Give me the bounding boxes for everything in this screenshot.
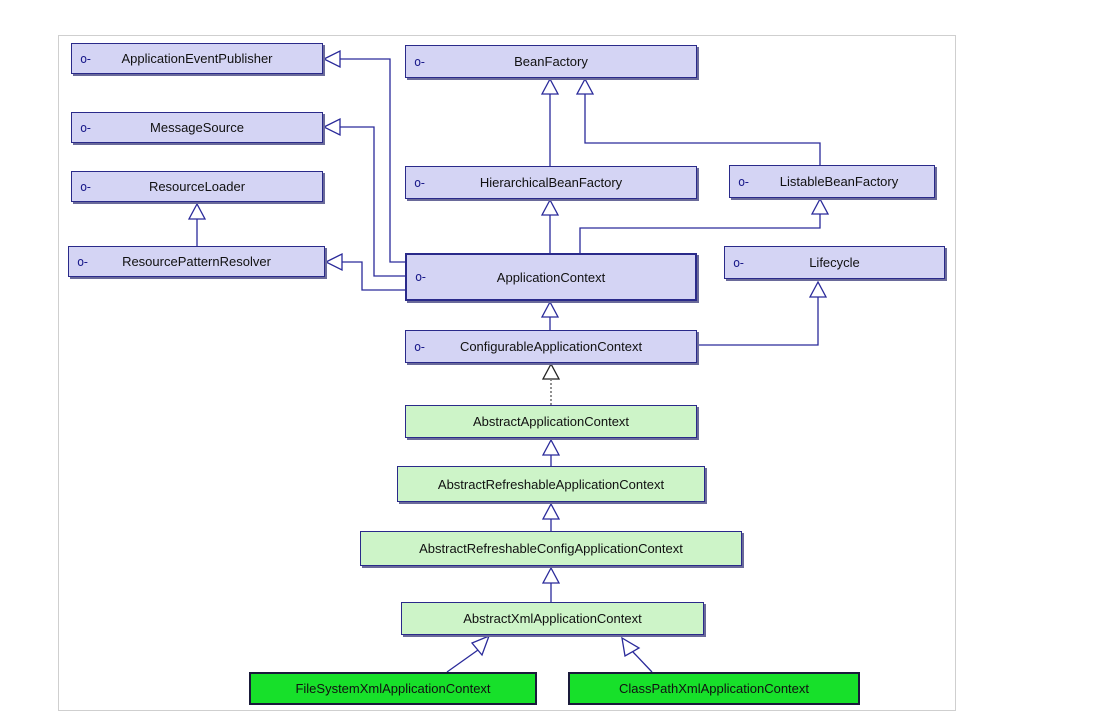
node-label: AbstractApplicationContext <box>472 414 630 429</box>
arrowhead-listable <box>810 197 830 215</box>
node-file-system-xml-application-context[interactable]: FileSystemXmlApplicationContext <box>249 672 537 705</box>
node-hierarchical-bean-factory[interactable]: HierarchicalBeanFactory <box>405 166 697 199</box>
interface-icon <box>415 270 425 284</box>
arrowhead-hierarchical <box>540 198 560 216</box>
node-label: BeanFactory <box>514 54 588 69</box>
interface-icon <box>80 121 90 135</box>
node-label: AbstractRefreshableConfigApplicationCont… <box>419 541 683 556</box>
node-configurable-application-context[interactable]: ConfigurableApplicationContext <box>405 330 697 363</box>
edge-classpath-to-xml <box>632 651 653 673</box>
arrowhead-eventpublisher <box>322 49 341 69</box>
arrowhead-xml-left <box>470 634 491 657</box>
arrowhead-beanfactory-left <box>540 77 560 95</box>
arrowhead-refreshable <box>541 502 561 520</box>
node-label: AbstractXmlApplicationContext <box>463 611 642 626</box>
node-label: AbstractRefreshableApplicationContext <box>437 476 665 492</box>
node-label: ClassPathXmlApplicationContext <box>618 681 810 696</box>
interface-icon <box>733 256 743 270</box>
arrowhead-appcontext <box>540 300 560 318</box>
edge-appcontext-to-listable <box>579 213 821 253</box>
node-label: ListableBeanFactory <box>779 174 899 189</box>
node-message-source[interactable]: MessageSource <box>71 112 323 143</box>
node-bean-factory[interactable]: BeanFactory <box>405 45 697 78</box>
edge-filesystem-to-xml <box>446 649 479 673</box>
node-abstract-refreshable-application-context[interactable]: AbstractRefreshableApplicationContext <box>397 466 705 502</box>
node-abstract-xml-application-context[interactable]: AbstractXmlApplicationContext <box>401 602 704 635</box>
node-abstract-application-context[interactable]: AbstractApplicationContext <box>405 405 697 438</box>
diagram-frame <box>58 35 956 711</box>
node-label: ResourcePatternResolver <box>122 254 271 269</box>
node-label: MessageSource <box>150 120 244 135</box>
node-class-path-xml-application-context[interactable]: ClassPathXmlApplicationContext <box>568 672 860 705</box>
arrowhead-resourcepattern <box>324 252 343 272</box>
interface-icon <box>414 340 424 354</box>
interface-icon <box>80 180 90 194</box>
node-abstract-refreshable-config-application-context[interactable]: AbstractRefreshableConfigApplicationCont… <box>360 531 742 566</box>
node-label: HierarchicalBeanFactory <box>479 175 623 190</box>
arrowhead-messagesource <box>322 117 341 137</box>
node-label: ApplicationContext <box>496 269 606 285</box>
node-resource-loader[interactable]: ResourceLoader <box>71 171 323 202</box>
node-application-event-publisher[interactable]: ApplicationEventPublisher <box>71 43 323 74</box>
node-application-context[interactable]: ApplicationContext <box>405 253 697 301</box>
interface-icon <box>414 176 424 190</box>
node-label: FileSystemXmlApplicationContext <box>295 681 491 696</box>
node-listable-bean-factory[interactable]: ListableBeanFactory <box>729 165 935 198</box>
edge-appcontext-to-eventpublisher <box>338 58 406 263</box>
edge-listable-to-beanfactory <box>584 92 821 165</box>
arrowhead-abstract <box>541 438 561 456</box>
interface-icon <box>77 255 87 269</box>
node-label: ApplicationEventPublisher <box>121 51 273 66</box>
node-label: Lifecycle <box>809 255 860 270</box>
edge-configurable-to-lifecycle <box>697 296 819 346</box>
edge-appcontext-to-messagesource <box>338 126 406 277</box>
arrowhead-resourceloader <box>187 202 207 220</box>
arrowhead-configurable <box>541 362 561 380</box>
interface-icon <box>738 175 748 189</box>
node-label: ConfigurableApplicationContext <box>459 339 643 354</box>
node-label: ResourceLoader <box>148 179 246 194</box>
node-lifecycle[interactable]: Lifecycle <box>724 246 945 279</box>
interface-icon <box>414 55 424 69</box>
node-resource-pattern-resolver[interactable]: ResourcePatternResolver <box>68 246 325 277</box>
interface-icon <box>80 52 90 66</box>
edge-appcontext-to-resourcepattern <box>340 261 406 291</box>
arrowhead-beanfactory-right <box>575 77 595 95</box>
arrowhead-xml-right <box>621 636 641 658</box>
arrowhead-lifecycle <box>808 280 828 298</box>
arrowhead-refreshableconfig <box>541 566 561 584</box>
